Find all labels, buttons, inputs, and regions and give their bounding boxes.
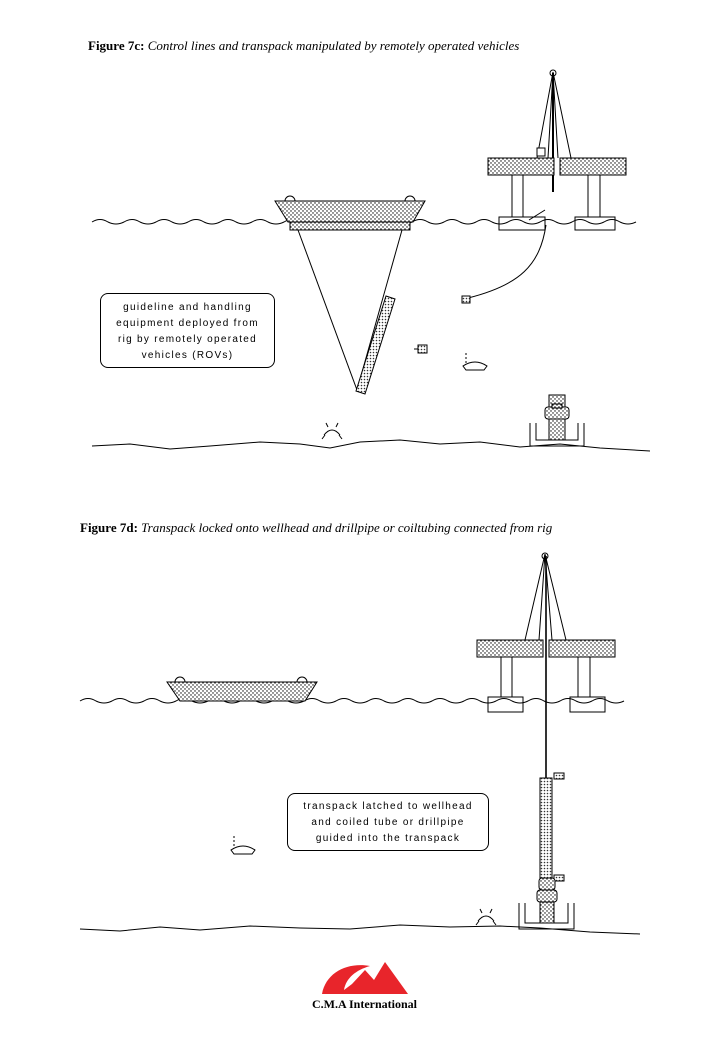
control-line-7c (467, 224, 547, 299)
note-line: and coiled tube or drillpipe (311, 817, 465, 828)
barge-7d (166, 676, 318, 702)
note-7c: guideline and handling equipment deploye… (100, 293, 275, 368)
rov-sub-7c (462, 353, 488, 371)
transpack-7d (539, 770, 565, 882)
figure-7c-caption-text: Control lines and transpack manipulated … (147, 38, 520, 53)
crab-rov-7d (475, 908, 497, 926)
wellhead-7d (518, 877, 575, 930)
figure-7d-caption: Figure 7d: Transpack locked onto wellhea… (80, 519, 620, 536)
barge-7c (274, 195, 426, 231)
note-line: vehicles (ROVs) (141, 350, 234, 361)
note-line: rig by remotely operated (117, 334, 258, 345)
logo-text: C.M.A International (312, 997, 417, 1011)
note-line: transpack latched to wellhead (303, 801, 473, 812)
sea-surface-7d (79, 698, 625, 704)
transpack-7c (355, 295, 396, 395)
note-7d: transpack latched to wellhead and coiled… (287, 793, 489, 851)
note-line: guideline and handling (123, 302, 252, 313)
rov-box-7c (417, 344, 428, 354)
rov-sub-7d (230, 836, 256, 855)
figure-7c-caption: Figure 7c: Control lines and transpack m… (88, 37, 688, 54)
figure-7c-label: Figure 7c: (88, 38, 145, 53)
seabed-7c (91, 439, 651, 452)
cma-logo-icon (322, 962, 408, 994)
figure-7d-label: Figure 7d: (80, 520, 138, 535)
wellhead-7c (529, 394, 585, 447)
seabed-7d (79, 924, 641, 935)
rig-7c (487, 69, 627, 231)
note-line: equipment deployed from (116, 318, 259, 329)
rig-7d (476, 552, 616, 713)
note-line: guided into the transpack (315, 833, 461, 844)
figure-7d-caption-text: Transpack locked onto wellhead and drill… (141, 520, 553, 535)
crab-rov-7c (321, 422, 343, 440)
